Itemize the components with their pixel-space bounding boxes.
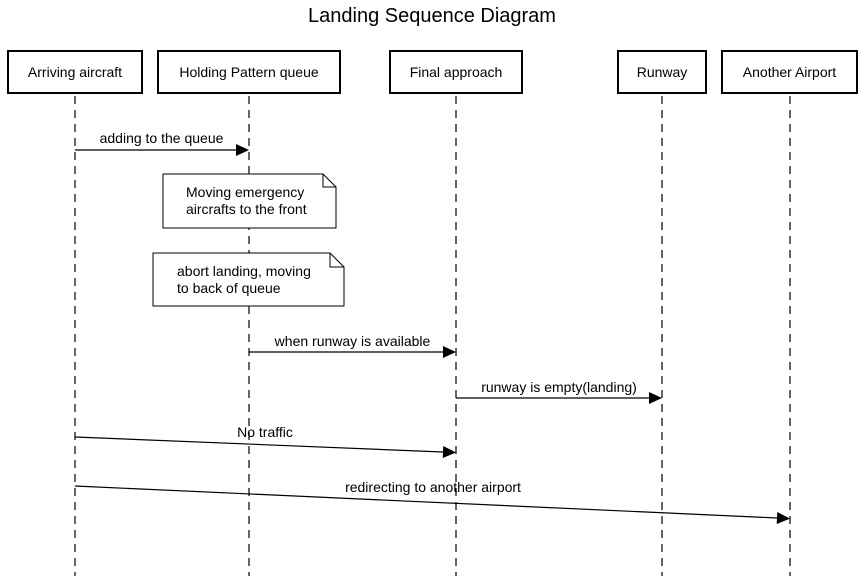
message-arrow-runway-empty [456,392,662,404]
note-emergency [162,173,337,229]
message-label-adding-to-queue: adding to the queue [99,130,224,146]
participant-runway: Runway [617,50,707,94]
note-emergency-line-1: Moving emergency [186,184,305,200]
note-abort-landing-text: abort landing, moving to back of queue [177,263,311,297]
note-abort-landing-line-1: abort landing, moving [177,263,311,279]
message-arrow-redirecting [74,485,790,524]
note-abort-landing [152,252,345,307]
message-label-no-traffic: No traffic [237,424,293,440]
participant-arriving-aircraft: Arriving aircraft [7,50,143,94]
message-label-runway-empty: runway is empty(landing) [481,379,637,395]
note-emergency-text: Moving emergency aircrafts to the front [186,184,307,218]
message-arrow-no-traffic [74,436,456,458]
message-arrow-runway-available [249,346,456,358]
participant-holding-pattern-queue: Holding Pattern queue [157,50,341,94]
diagram-title: Landing Sequence Diagram [308,5,556,27]
message-arrow-adding-to-queue [75,144,249,156]
message-label-runway-available: when runway is available [274,333,431,349]
participant-final-approach: Final approach [389,50,523,94]
note-emergency-line-2: aircrafts to the front [186,201,307,217]
participant-another-airport: Another Airport [721,50,858,94]
note-abort-landing-line-2: to back of queue [177,280,281,296]
message-label-redirecting: redirecting to another airport [345,479,521,495]
